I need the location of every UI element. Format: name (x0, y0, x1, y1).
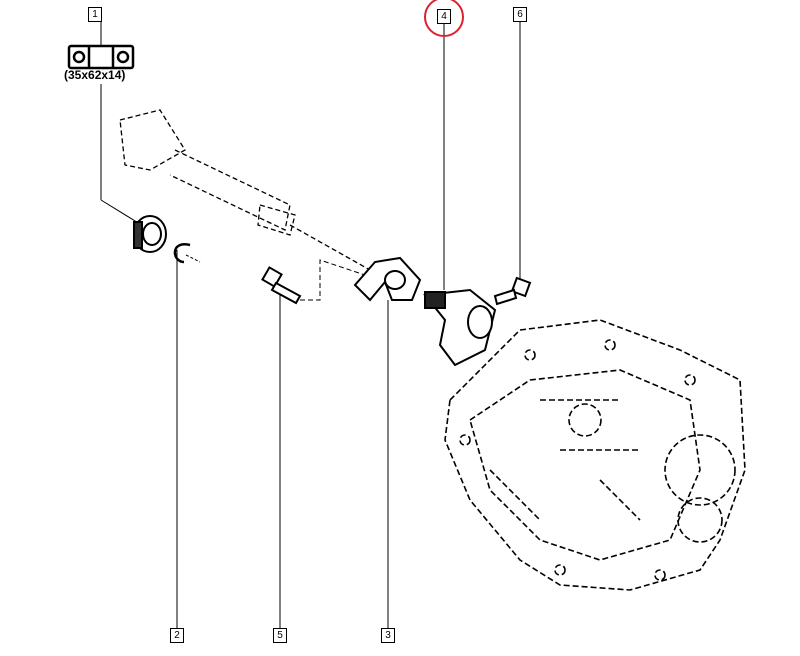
circlip-part (173, 243, 191, 264)
gearbox-housing (444, 319, 746, 591)
bearing-symbol-icon (67, 44, 135, 70)
guide-tube-part (423, 288, 497, 367)
callout-3[interactable]: 3 (381, 628, 395, 643)
guide-bolt-part (493, 276, 532, 306)
callout-6[interactable]: 6 (513, 7, 527, 22)
release-fork-part (353, 256, 422, 302)
callout-2[interactable]: 2 (170, 628, 184, 643)
callout-4[interactable]: 4 (437, 9, 451, 24)
callout-1[interactable]: 1 (88, 7, 102, 22)
callout-5[interactable]: 5 (273, 628, 287, 643)
input-shaft (119, 109, 371, 271)
bearing-dimensions-label: (35x62x14) (64, 68, 126, 82)
bearing-part (133, 215, 167, 253)
fork-bolt-part (261, 266, 302, 305)
leader-line-1-end (100, 199, 141, 225)
highlight-circle (424, 0, 464, 37)
